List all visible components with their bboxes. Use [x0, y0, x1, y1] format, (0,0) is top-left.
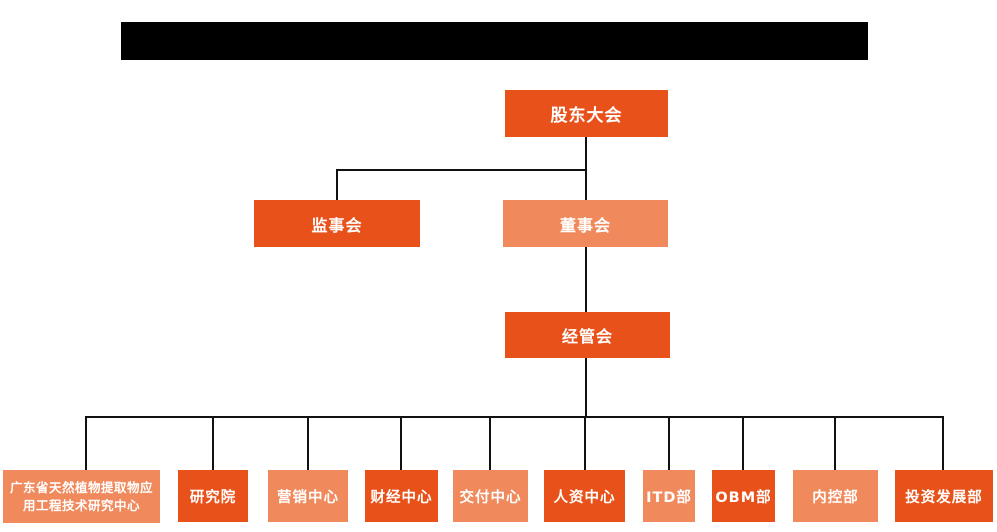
org-node-supervisory-board: 监事会 [254, 200, 420, 247]
connector-drop-obm [742, 416, 744, 470]
org-node-management-committee: 经管会 [505, 312, 670, 358]
connector-drop-itd [668, 416, 670, 470]
org-node-internal-control-department: 内控部 [793, 470, 878, 522]
org-node-hr-center: 人资中心 [544, 470, 625, 522]
org-node-marketing-center: 营销中心 [268, 470, 348, 522]
connector-trunk-top [585, 137, 587, 200]
org-node-label: 监事会 [311, 215, 363, 235]
connector-drop-finance [400, 416, 402, 470]
org-node-research-institute: 研究院 [178, 470, 248, 522]
org-node-label: 投资发展部 [905, 489, 983, 506]
org-node-label: 广东省天然植物提取物应用工程技术研究中心 [9, 480, 153, 513]
connector-management-down [585, 358, 587, 418]
org-node-board-of-directors: 董事会 [503, 200, 668, 247]
org-node-label: 交付中心 [459, 489, 522, 506]
org-node-finance-center: 财经中心 [365, 470, 438, 522]
org-node-label: OBM部 [715, 489, 772, 506]
org-node-label: 股东大会 [550, 106, 623, 126]
org-node-label: 营销中心 [277, 489, 339, 506]
connector-drop-supervisory [336, 169, 338, 200]
org-node-investment-development-department: 投资发展部 [895, 470, 993, 522]
org-node-label: ITD部 [646, 489, 692, 506]
connector-branch-level2 [336, 169, 587, 171]
connector-drop-marketing [307, 416, 309, 470]
connector-drop-gd-center [85, 416, 87, 470]
connector-drop-delivery [489, 416, 491, 470]
org-node-delivery-center: 交付中心 [453, 470, 528, 522]
connector-drop-research [212, 416, 214, 470]
redacted-title-bar [121, 22, 868, 60]
connector-drop-hr [584, 416, 586, 470]
org-node-shareholders-meeting: 股东大会 [505, 90, 668, 137]
org-node-label: 经管会 [561, 327, 613, 346]
connector-branch-level4 [85, 416, 944, 418]
org-node-label: 财经中心 [370, 489, 433, 506]
org-node-obm-department: OBM部 [712, 470, 775, 522]
org-node-label: 研究院 [189, 489, 237, 506]
org-node-itd-department: ITD部 [643, 470, 695, 522]
org-node-label: 董事会 [559, 215, 611, 235]
org-node-label: 人资中心 [553, 489, 616, 506]
connector-drop-investment-dev [942, 416, 944, 470]
connector-board-management [585, 247, 587, 312]
connector-drop-internal-ctrl [834, 416, 836, 470]
org-node-label: 内控部 [812, 489, 859, 506]
org-node-gd-research-center: 广东省天然植物提取物应用工程技术研究中心 [3, 470, 160, 523]
